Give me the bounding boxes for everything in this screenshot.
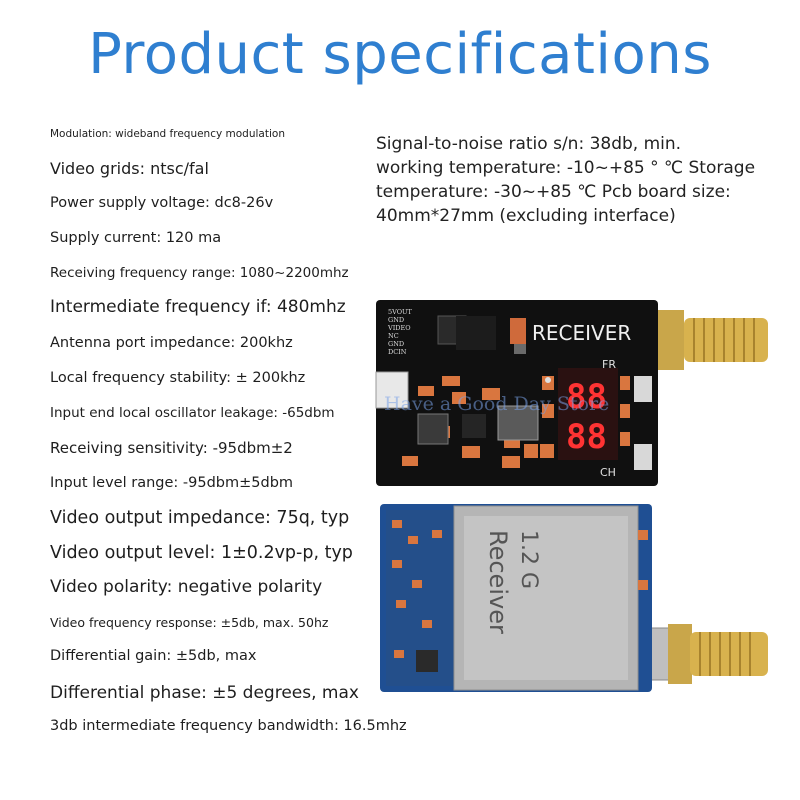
pin-label: 5VOUT xyxy=(388,308,413,316)
fr-label: FR xyxy=(602,358,616,371)
spec-item: Input end local oscillator leakage: -65d… xyxy=(50,405,335,421)
spec-item: Intermediate frequency if: 480mhz xyxy=(50,297,346,317)
spec-item: Power supply voltage: dc8-26v xyxy=(50,195,274,211)
spec-item: 3db intermediate frequency bandwidth: 16… xyxy=(50,718,407,734)
shield-text: Receiver xyxy=(484,530,512,634)
seven-segment-display: 88 xyxy=(566,417,607,457)
spec-item: Antenna port impedance: 200khz xyxy=(50,335,293,351)
spec-item: Local frequency stability: ± 200khz xyxy=(50,370,306,386)
spec-item: 40mm*27mm (excluding interface) xyxy=(376,206,676,226)
ch-button xyxy=(634,444,652,470)
spec-item: Video polarity: negative polarity xyxy=(50,577,323,597)
spec-item: Receiving sensitivity: -95dbm±2 xyxy=(50,439,293,457)
spec-item: Input level range: -95dbm±5dbm xyxy=(50,475,294,491)
page-title: Product specifications xyxy=(88,22,712,87)
pin-label: GND xyxy=(388,340,404,348)
seven-segment-display: 88 xyxy=(566,377,607,417)
sma-antenna-connector-icon xyxy=(635,624,768,684)
spec-item: Video frequency response: ±5db, max. 50h… xyxy=(50,615,329,630)
spec-item: Video output impedance: 75q, typ xyxy=(50,508,350,528)
receiver-board-bottom: 1.2 G Receiver xyxy=(380,504,768,692)
pin-label: VIDEO xyxy=(387,324,411,332)
ch-label: CH xyxy=(600,466,616,479)
spec-item: Differential gain: ±5db, max xyxy=(50,648,257,664)
spec-item: working temperature: -10~+85 ° ℃ Storage xyxy=(376,158,756,178)
shield-text: 1.2 G xyxy=(516,530,541,589)
spec-item: Video output level: 1±0.2vp-p, typ xyxy=(50,543,353,563)
spec-item: Signal-to-noise ratio s/n: 38db, min. xyxy=(376,134,682,154)
spec-item: Modulation: wideband frequency modulatio… xyxy=(50,128,285,140)
spec-item: Supply current: 120 ma xyxy=(50,230,222,246)
receiver-board-top: 5VOUT GND VIDEO NC GND DCIN RECEIVER 88 … xyxy=(375,300,768,486)
spec-item: temperature: -30~+85 ℃ Pcb board size: xyxy=(376,182,731,202)
spec-item: Differential phase: ±5 degrees, max xyxy=(50,683,359,703)
pin-label: NC xyxy=(388,332,399,340)
watermark: Have a Good Day Store xyxy=(384,393,610,415)
spec-list-right: Signal-to-noise ratio s/n: 38db, min. wo… xyxy=(376,132,796,228)
fr-button xyxy=(634,376,652,402)
pin-label: DCIN xyxy=(388,348,407,356)
spec-item: Video grids: ntsc/fal xyxy=(50,159,209,178)
board-label: RECEIVER xyxy=(532,321,631,345)
spec-item: Receiving frequency range: 1080~2200mhz xyxy=(50,265,349,281)
pin-label: GND xyxy=(388,316,404,324)
